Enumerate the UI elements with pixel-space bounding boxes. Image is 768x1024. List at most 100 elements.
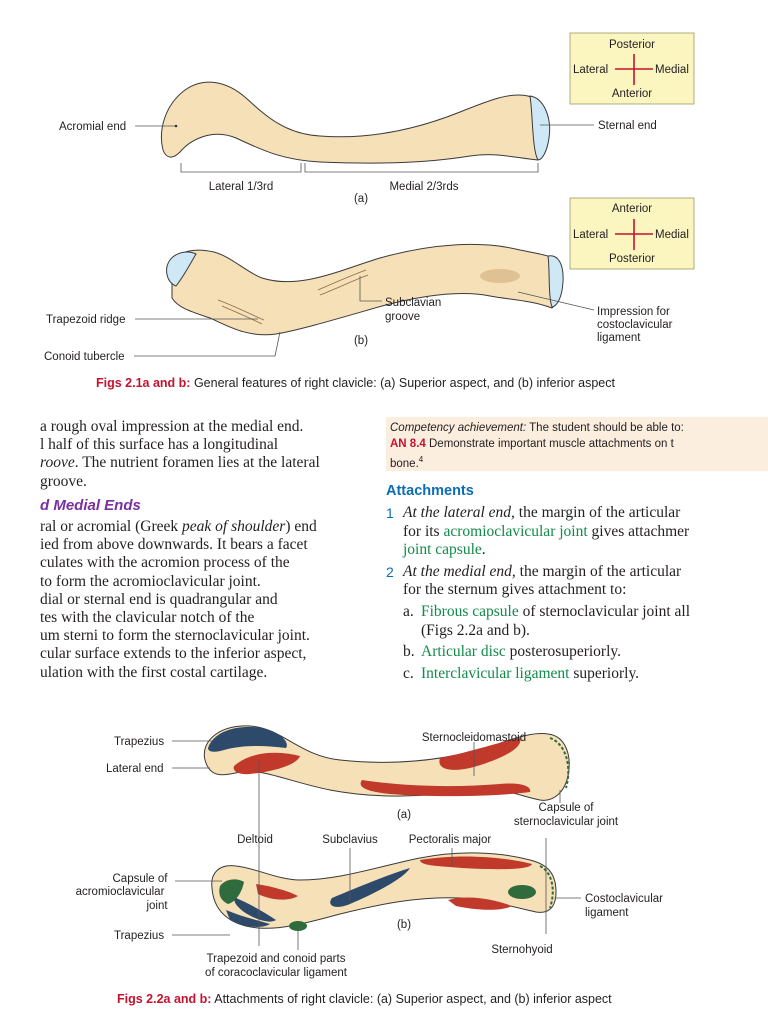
clavicle-inferior-illustration: [166, 244, 564, 336]
sub-letter: a.: [403, 602, 414, 620]
deltoid-label: Deltoid: [237, 834, 273, 846]
caption-text: General features of right clavicle: (a) …: [190, 376, 615, 390]
text-post: ) end: [285, 518, 317, 536]
sub-letter: b.: [403, 643, 415, 661]
sub-text: of sternoclavicular joint all: [518, 602, 691, 620]
sub-item: c. Interclavicular ligament superiorly.: [386, 665, 768, 684]
figure-2-1: Posterior Lateral Medial Anterior Acromi…: [44, 32, 695, 363]
figure-2-2-caption: Figs 2.2a and b: Attachments of right cl…: [117, 992, 612, 1006]
coracoclavicular-label-2: of coracoclavicular ligament: [205, 967, 348, 979]
text-line: ied from above downwards. It bears a fac…: [40, 536, 308, 554]
reference-sup: 4: [418, 455, 424, 464]
articular-disc-link[interactable]: Articular disc: [421, 643, 506, 661]
text-pre: ral or acromial (Greek: [40, 518, 183, 536]
coracoclavicular-label-1: Trapezoid and conoid parts: [207, 953, 346, 965]
text-line: l half of this surface has a longitudina…: [40, 436, 279, 454]
trapezius-bottom-label: Trapezius: [114, 930, 164, 942]
impression-label-2: costoclavicular: [597, 319, 673, 331]
orient-bottom-label: Anterior: [612, 88, 652, 100]
text-line: cular surface extends to the inferior as…: [40, 645, 307, 663]
orient-right-label: Medial: [655, 229, 689, 241]
item-italic: At the lateral end,: [403, 504, 515, 521]
sub-letter: c.: [403, 664, 414, 682]
text-line: dial or sternal end is quadrangular and: [40, 590, 278, 608]
capsule-acj-label-2: acromioclavicular: [76, 886, 165, 898]
figure-2-1-caption: Figs 2.1a and b: General features of rig…: [96, 376, 615, 390]
lateral-third-label: Lateral 1/3rd: [209, 181, 274, 193]
panel-a-label: (a): [354, 193, 368, 205]
costoclavicular-label-1: Costoclavicular: [585, 893, 663, 905]
sub-item: b. Articular disc posterosuperiorly.: [386, 643, 768, 662]
item-number: 1: [386, 505, 394, 521]
sub-text: (Figs 2.2a and b).: [421, 621, 530, 639]
sub-item-cont: (Figs 2.2a and b).: [386, 622, 768, 641]
acromioclavicular-joint-link[interactable]: acromioclavicular joint: [443, 522, 588, 540]
sternocleidomastoid-label: Sternocleidomastoid: [422, 732, 526, 744]
fibrous-capsule-link[interactable]: Fibrous capsule: [421, 602, 519, 620]
orientation-box-inferior: Anterior Lateral Medial Posterior: [569, 197, 695, 270]
list-item: 2 At the medial end, the margin of the a…: [386, 563, 768, 582]
subclavian-groove-label-2: groove: [385, 311, 420, 323]
text-line: um sterni to form the sternoclavicular j…: [40, 627, 310, 645]
text-line: ral or acromial (Greek peak of shoulder)…: [40, 518, 362, 536]
capsule-scj-label-1: Capsule of: [539, 802, 595, 814]
text-italic: peak of shoulder: [182, 518, 286, 536]
item-text: the margin of the articular: [514, 504, 681, 521]
attachments-heading: Attachments: [386, 483, 474, 499]
impression-label-1: Impression for: [597, 306, 670, 318]
section-heading: d Medial Ends: [40, 496, 141, 514]
capsule-scj-label-2: sternoclavicular joint: [514, 816, 619, 828]
orient-top-label: Posterior: [609, 39, 655, 51]
competency-label: Competency achievement:: [390, 422, 527, 434]
clavicle-superior-muscles: [203, 725, 570, 801]
text-line: groove.: [40, 472, 87, 490]
acromial-end-label: Acromial end: [59, 121, 126, 133]
list-item: 1 At the lateral end, the margin of the …: [386, 504, 768, 523]
text-line: tes with the clavicular notch of the: [40, 609, 255, 627]
caption-label: Figs 2.1a and b:: [96, 376, 191, 390]
text-line: to form the acromioclavicular joint.: [40, 572, 261, 590]
capsule-acj-label-1: Capsule of: [113, 873, 169, 885]
subclavius-label: Subclavius: [322, 834, 378, 846]
capsule-acj-label-3: joint: [145, 900, 168, 912]
item-text: gives attachmer: [587, 522, 690, 540]
competency-text: The student should be able to:: [526, 422, 684, 434]
clavicle-superior-illustration: [160, 81, 551, 164]
item-text: the margin of the articular: [515, 562, 682, 580]
sternohyoid-label: Sternohyoid: [491, 944, 552, 956]
item-number: 2: [386, 563, 394, 580]
text-line: ulation with the first costal cartilage.: [40, 663, 268, 681]
orient-left-label: Lateral: [573, 229, 608, 241]
sub-text: superiorly.: [569, 664, 640, 682]
panel-b-label: (b): [397, 919, 411, 931]
impression-label-3: ligament: [597, 332, 641, 344]
orient-left-label: Lateral: [573, 64, 608, 76]
panel-b-label: (b): [354, 335, 368, 347]
trapezius-top-label: Trapezius: [114, 736, 164, 748]
item-text: for its: [403, 522, 444, 540]
text-line: a rough oval impression at the medial en…: [40, 418, 304, 435]
lateral-end-label: Lateral end: [106, 763, 164, 775]
orient-bottom-label: Posterior: [609, 253, 655, 265]
interclavicular-ligament-link[interactable]: Interclavicular ligament: [421, 664, 570, 682]
sub-text: posterosuperiorly.: [505, 643, 622, 661]
figure-2-2: Trapezius Lateral end Sternocleidomastoi…: [76, 725, 663, 979]
sternal-end-label: Sternal end: [598, 120, 657, 132]
item-italic: At the medial end,: [403, 562, 516, 580]
sub-item: a. Fibrous capsule of sternoclavicular jo…: [386, 603, 768, 622]
joint-capsule-link[interactable]: joint capsule: [403, 541, 482, 559]
competency-box: Competency achievement: The student shou…: [386, 417, 768, 471]
orient-right-label: Medial: [655, 64, 689, 76]
attachments-list: 1 At the lateral end, the margin of the …: [386, 504, 768, 683]
text-italic: roove: [40, 454, 75, 472]
orientation-box-superior: Posterior Lateral Medial Anterior: [569, 32, 695, 105]
competency-desc: Demonstrate important muscle attachments…: [425, 438, 674, 450]
costoclavicular-label-2: ligament: [585, 907, 629, 919]
subclavian-groove-label-1: Subclavian: [385, 297, 441, 309]
competency-code: AN 8.4: [390, 438, 426, 450]
item-text: .: [481, 541, 486, 559]
orient-top-label: Anterior: [612, 203, 652, 215]
caption-label: Figs 2.2a and b:: [117, 992, 212, 1006]
trapezoid-ridge-label: Trapezoid ridge: [46, 314, 125, 326]
text-line: roove. The nutrient foramen lies at the …: [40, 454, 362, 472]
